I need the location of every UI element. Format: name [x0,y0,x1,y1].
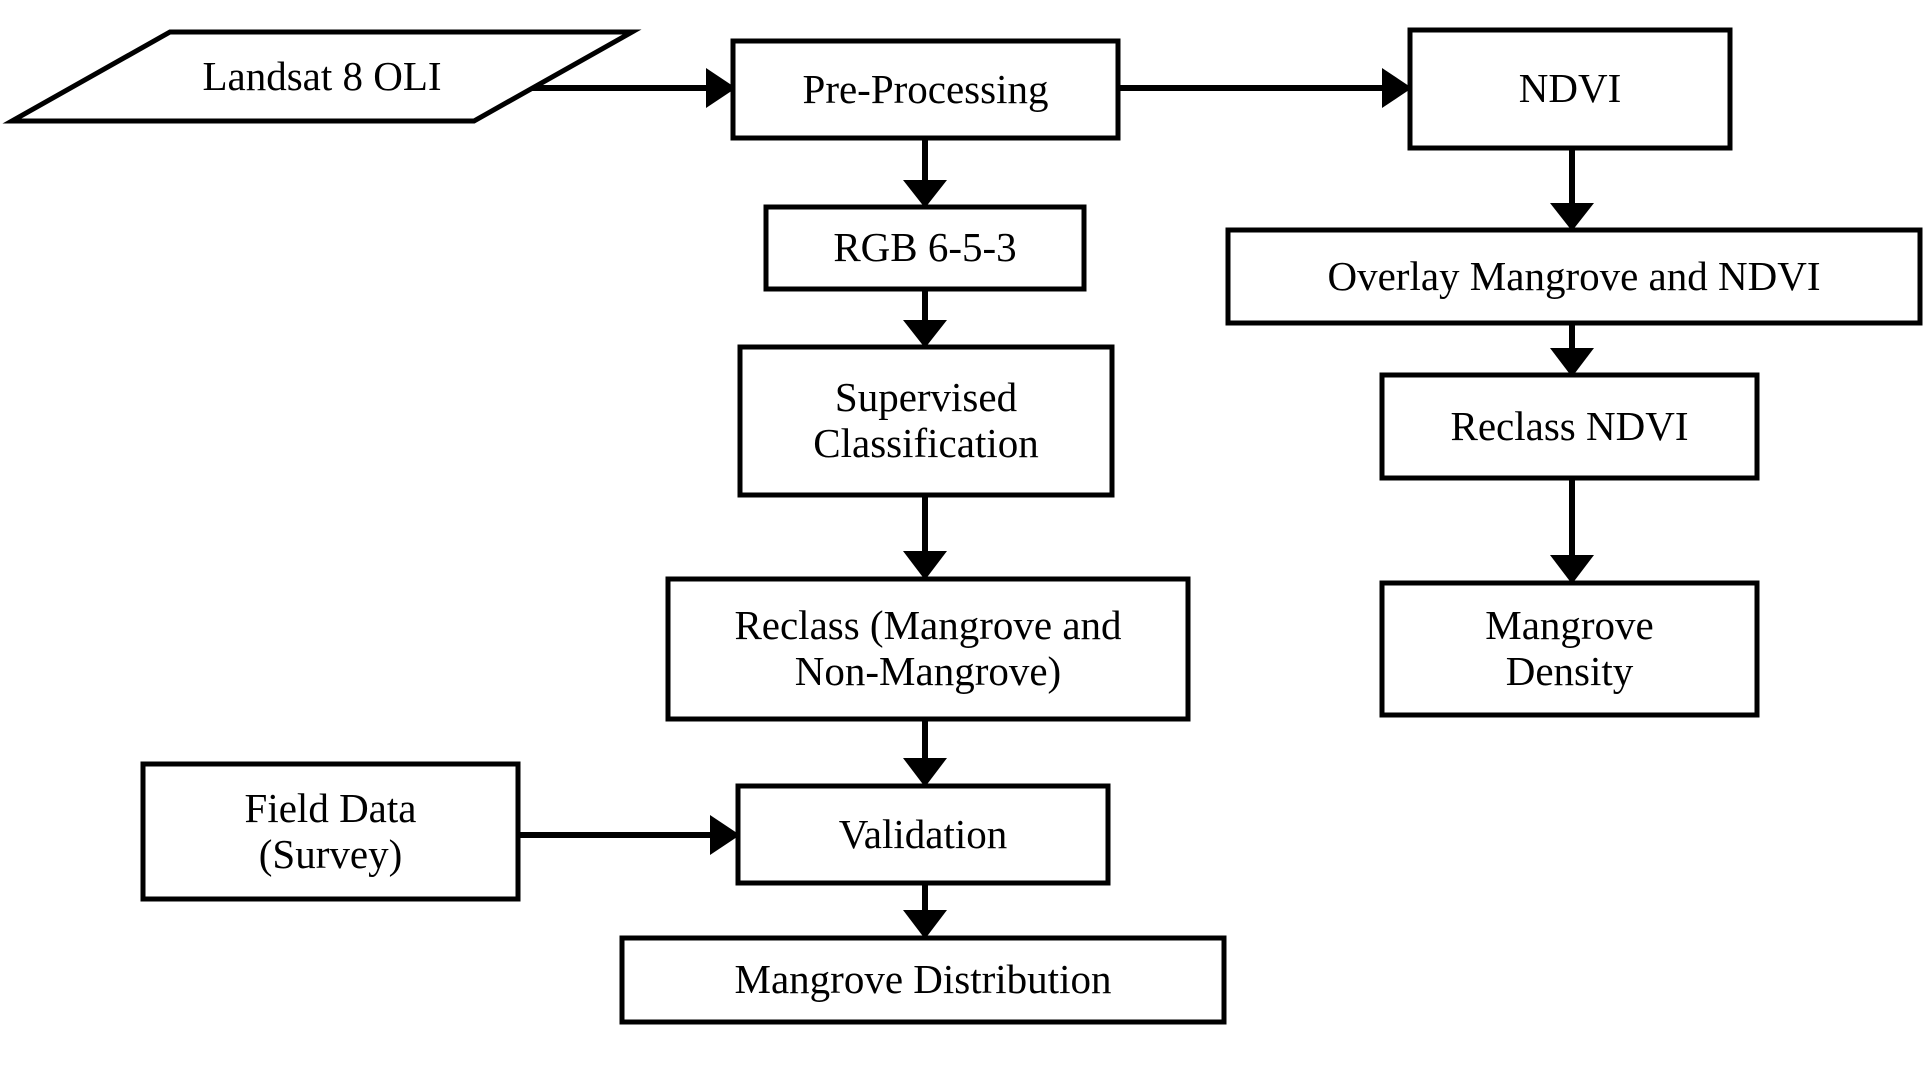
arrowhead-icon [706,68,736,108]
node-shape-overlay[interactable] [1225,227,1923,326]
edge-reclass-ndvi-to-mangrove-density [1550,478,1594,584]
edge-ndvi-to-overlay [1550,148,1594,231]
arrowhead-icon [1550,203,1594,231]
edge-layer [512,68,1594,939]
arrowhead-icon [710,815,740,855]
arrowhead-icon [903,551,947,580]
node-shape-mangrove-distribution[interactable] [619,935,1227,1025]
node-shape-preprocessing[interactable] [730,38,1121,141]
node-shape-mangrove-density[interactable] [1379,580,1760,718]
node-shape-layer [2,27,1923,1025]
node-shape-rgb[interactable] [763,204,1087,292]
arrowhead-icon [1382,68,1412,108]
edge-rgb-to-supervised [903,289,947,348]
node-shape-field-data[interactable] [140,761,521,902]
arrowhead-icon [903,320,947,348]
edge-overlay-to-reclass-ndvi [1550,323,1594,377]
node-shape-landsat[interactable] [2,29,642,124]
arrowhead-icon [1550,348,1594,377]
arrowhead-icon [1550,555,1594,584]
node-shape-ndvi[interactable] [1407,27,1733,151]
arrowhead-icon [903,910,947,939]
node-shape-supervised[interactable] [737,344,1115,498]
edge-supervised-to-reclass-mangrove [903,495,947,580]
edge-landsat-to-preprocessing [512,68,736,108]
edge-validation-to-mangrove-distribution [903,883,947,939]
edge-reclass-mangrove-to-validation [903,719,947,787]
arrowhead-icon [903,180,947,208]
arrowhead-icon [903,758,947,787]
node-shape-reclass-mangrove[interactable] [665,576,1191,722]
node-shape-reclass-ndvi[interactable] [1379,372,1760,481]
edge-field-data-to-validation [518,815,740,855]
edge-preprocessing-to-rgb [903,138,947,208]
edge-preprocessing-to-ndvi [1118,68,1412,108]
node-shape-validation[interactable] [735,783,1111,886]
